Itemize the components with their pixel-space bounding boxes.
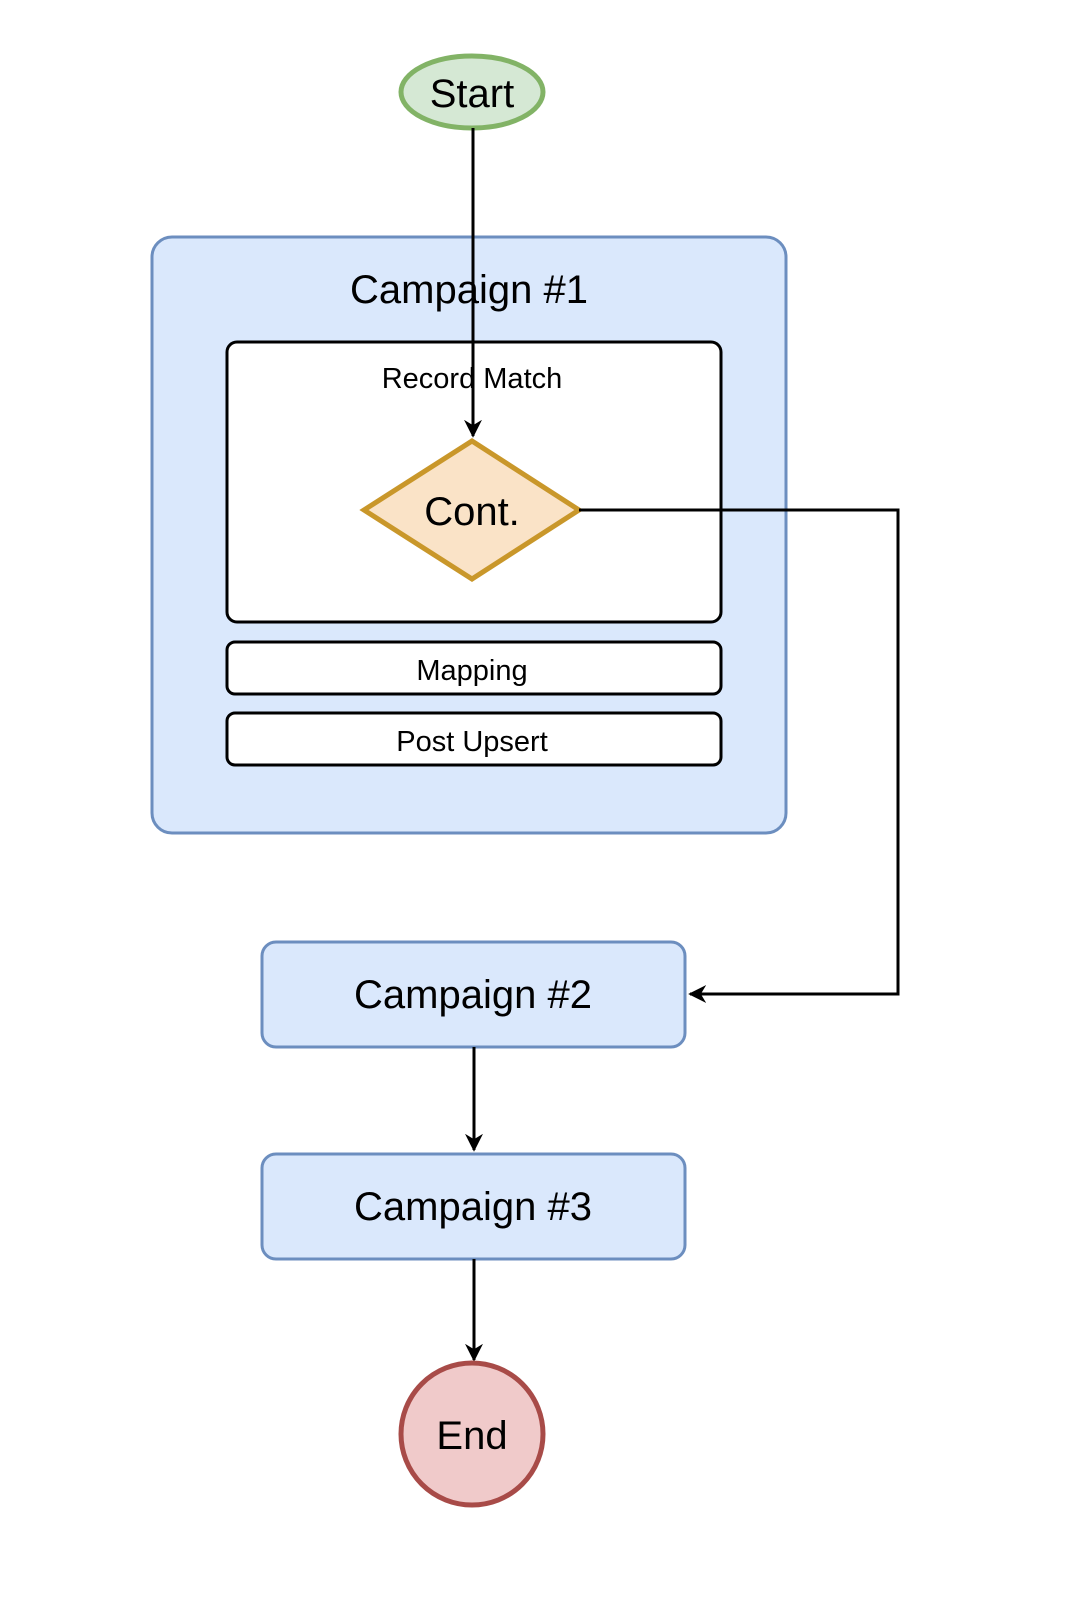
mapping-label: Mapping [416, 655, 527, 687]
mapping-frame [225, 640, 723, 696]
decision-diamond [359, 438, 584, 582]
campaign-3-label: Campaign #3 [354, 1185, 592, 1229]
post-upsert-frame [225, 711, 723, 767]
mapping-box[interactable]: Mapping [225, 640, 723, 696]
campaign-1-title: Campaign #1 [350, 268, 588, 312]
decision-label: Cont. [424, 490, 520, 534]
campaign-2-node[interactable]: Campaign #2 [260, 940, 687, 1049]
post-upsert-label: Post Upsert [396, 726, 548, 758]
post-upsert-box[interactable]: Post Upsert [225, 711, 723, 767]
start-node[interactable]: Start [398, 53, 546, 131]
edge-decision-to-campaign-2 [579, 508, 900, 1003]
campaign-2-label: Campaign #2 [354, 973, 592, 1017]
end-circle [398, 1360, 546, 1508]
start-label: Start [430, 72, 514, 116]
decision-node[interactable]: Cont. [359, 438, 584, 582]
end-label: End [436, 1414, 507, 1458]
end-node[interactable]: End [398, 1360, 546, 1508]
campaign-3-node[interactable]: Campaign #3 [260, 1152, 687, 1261]
